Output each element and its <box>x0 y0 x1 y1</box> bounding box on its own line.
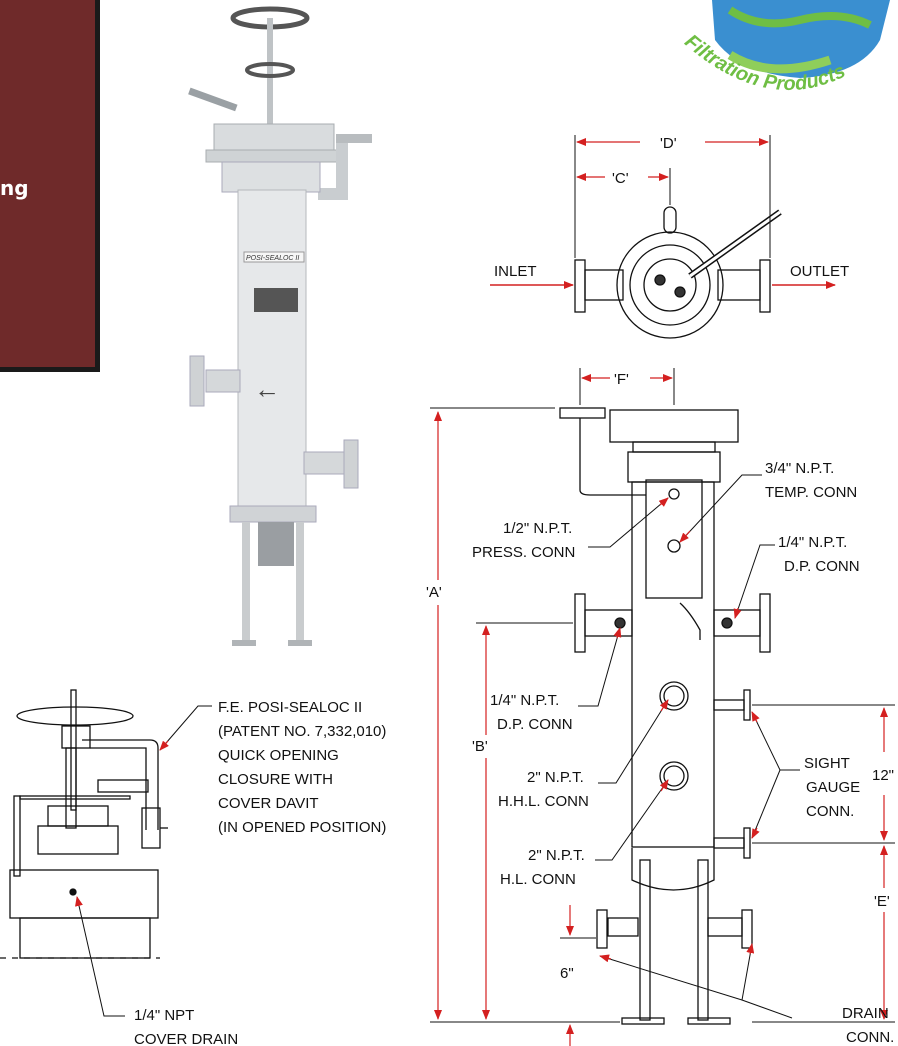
dim-six: 6" <box>560 965 574 982</box>
dim-c: 'C' <box>612 170 629 187</box>
dim-d: 'D' <box>660 135 677 152</box>
drain-conn-note: DRAIN CONN. <box>842 1005 894 1046</box>
title-panel: ng <box>0 0 100 372</box>
recycle-arrow-icon <box>727 6 872 29</box>
closure-note: F.E. POSI-SEALOC II (PATENT NO. 7,332,01… <box>218 699 391 836</box>
closure-detail <box>0 689 168 959</box>
temp-conn-note: 3/4" N.P.T. TEMP. CONN <box>765 460 857 501</box>
sight-gauge-note: SIGHT GAUGE CONN. <box>804 755 864 820</box>
product-label: POSI-SEALOC II <box>246 255 299 262</box>
dim-f: 'F' <box>614 371 629 388</box>
dim-e: 'E' <box>874 893 890 910</box>
logo: Filtration Products <box>680 0 890 95</box>
dim-a: 'A' <box>426 584 442 601</box>
front-view-dims: 'F' 'A' 'B' 6" 12" 'E' <box>426 368 895 1046</box>
top-view <box>574 206 782 339</box>
dp-conn-right-note: 1/4" N.P.T. D.P. CONN <box>778 534 860 575</box>
flow-arrow-icon: ← <box>254 374 280 404</box>
dim-b: 'B' <box>472 738 488 755</box>
filter-vessel-photo: POSI-SEALOC II ← <box>188 6 372 646</box>
dp-conn-left-note: 1/4" N.P.T. D.P. CONN <box>490 692 573 733</box>
hhl-conn-note: 2" N.P.T. H.H.L. CONN <box>498 769 589 810</box>
outlet-label: OUTLET <box>790 263 849 280</box>
title-panel-text: ng <box>0 176 29 200</box>
cover-drain-note: 1/4" NPT COVER DRAIN <box>134 1007 238 1046</box>
inlet-label: INLET <box>494 263 537 280</box>
hl-conn-note: 2" N.P.T. H.L. CONN <box>500 847 589 888</box>
closure-leaders <box>75 705 212 1017</box>
top-view-dims: 'D' 'C' INLET OUTLET <box>490 135 849 289</box>
dim-twelve: 12" <box>872 767 894 784</box>
press-conn-note: 1/2" N.P.T. PRESS. CONN <box>472 520 576 561</box>
leader-arrowheads <box>599 497 760 963</box>
front-view <box>559 407 771 1025</box>
leaders <box>578 474 800 1019</box>
